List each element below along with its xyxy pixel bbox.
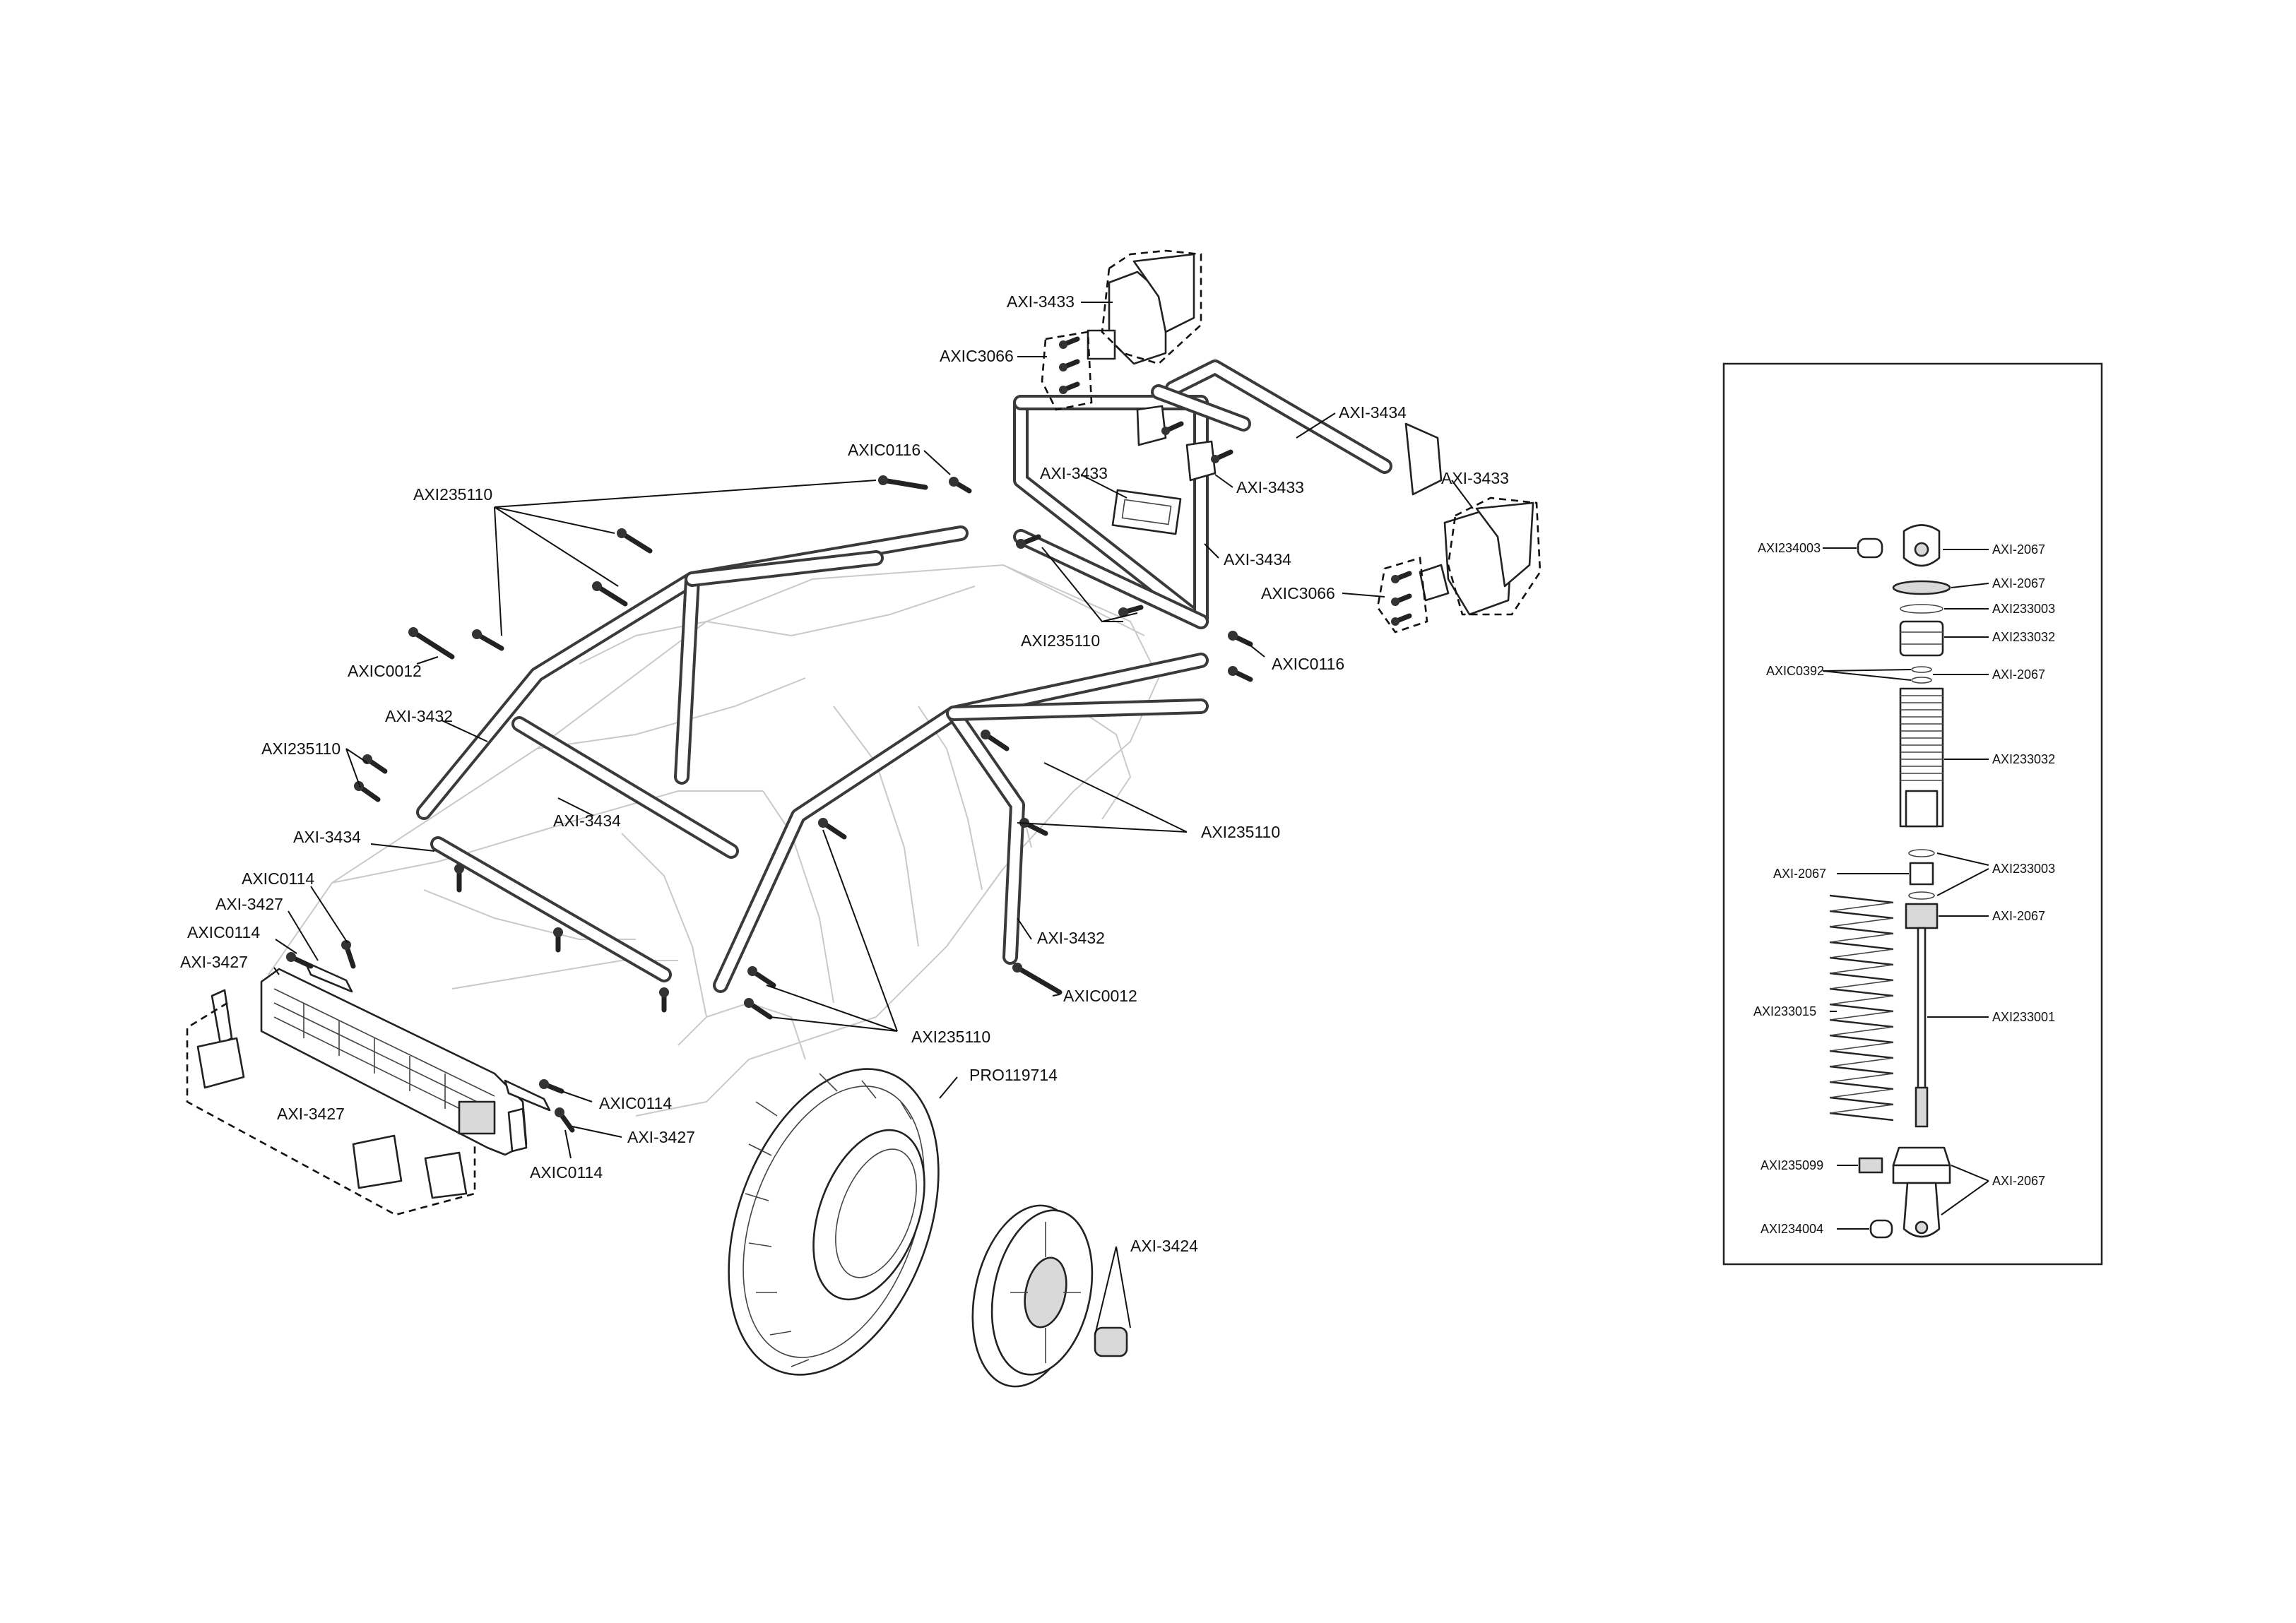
shock-leader-lines [1822,547,1989,1230]
label-axi235110-topleft: AXI235110 [413,485,492,504]
label-axi3433-plate: AXI-3433 [1040,464,1108,482]
label-axi2067-a: AXI-2067 [1992,542,2045,557]
label-axi233003-a: AXI233003 [1992,602,2055,616]
label-axi233015: AXI233015 [1753,1004,1816,1018]
label-axic0012-left: AXIC0012 [348,662,422,680]
label-axic0012-right: AXIC0012 [1063,987,1137,1005]
label-axi3434-center: AXI-3434 [553,812,621,830]
bracket-parts [196,961,551,1199]
front-grille [260,968,528,1156]
label-axi3432-left: AXI-3432 [385,707,453,725]
label-axi233003-b: AXI233003 [1992,862,2055,876]
mounting-plates [1087,253,1534,616]
label-axi3434-frame: AXI-3434 [1224,550,1291,569]
label-axi3433-top: AXI-3433 [1007,292,1075,311]
label-axic0392: AXIC0392 [1766,664,1824,678]
label-axic3066-top: AXIC3066 [940,347,1014,365]
label-axic0114-c: AXIC0114 [599,1094,672,1112]
label-axi3427-group: AXI-3427 [277,1105,345,1123]
dashed-group-outlines [1041,249,1541,634]
axi3427-group-outline [186,1001,476,1216]
label-axic0114-b: AXIC0114 [187,923,260,941]
part-labels: AXI-3433 AXIC3066 AXI-3434 AXIC0116 AXI2… [180,292,1509,1255]
label-axi3434-front: AXI-3434 [293,828,361,846]
label-axi235110-left: AXI235110 [261,739,341,758]
shock-part-labels: AXI234003 AXI-2067 AXI-2067 AXI233003 AX… [1753,541,2055,1236]
label-axi3433-mid: AXI-3433 [1236,478,1304,497]
label-axi233032-a: AXI233032 [1992,630,2055,644]
label-axi234003: AXI234003 [1758,541,1821,555]
label-axic0114-d: AXIC0114 [530,1163,603,1182]
screws [286,336,1412,1133]
label-axi235110-mid: AXI235110 [1021,631,1100,650]
label-axi235110-right: AXI235110 [1201,823,1280,841]
tire-assembly [728,1068,940,1376]
label-axi3427-c: AXI-3427 [627,1128,695,1146]
label-axi2067-b: AXI-2067 [1992,576,2045,590]
label-axi3427-a: AXI-3427 [215,895,283,913]
label-axic0114-a: AXIC0114 [242,869,314,888]
label-axi234004: AXI234004 [1761,1222,1823,1236]
label-axi2067-e: AXI-2067 [1992,909,2045,923]
label-axi233032-b: AXI233032 [1992,752,2055,766]
label-axi2067-c: AXI-2067 [1992,667,2045,682]
label-axi3432-right: AXI-3432 [1037,929,1105,947]
label-axic0116-mid: AXIC0116 [1272,655,1344,673]
label-axi233001: AXI233001 [1992,1010,2055,1024]
label-axic0116-top: AXIC0116 [848,441,921,459]
label-axi3434-rear: AXI-3434 [1339,403,1407,422]
label-axic3066-right: AXIC3066 [1261,584,1335,602]
label-axi3433-right: AXI-3433 [1441,469,1509,487]
label-axi2067-f: AXI-2067 [1992,1174,2045,1188]
shock-parts [1829,524,1951,1239]
label-axi235099: AXI235099 [1761,1158,1823,1172]
wheel-rim [971,1204,1128,1388]
label-axi3427-b: AXI-3427 [180,953,248,971]
label-axi3424: AXI-3424 [1130,1237,1198,1255]
roll-cage [416,359,1392,993]
label-axi235110-bottom: AXI235110 [911,1028,990,1046]
shock-inset: AXI234003 AXI-2067 AXI-2067 AXI233003 AX… [1722,362,2103,1266]
label-pro119714: PRO119714 [969,1066,1058,1084]
label-axi2067-d: AXI-2067 [1773,867,1826,881]
leader-lines [273,302,1474,1336]
